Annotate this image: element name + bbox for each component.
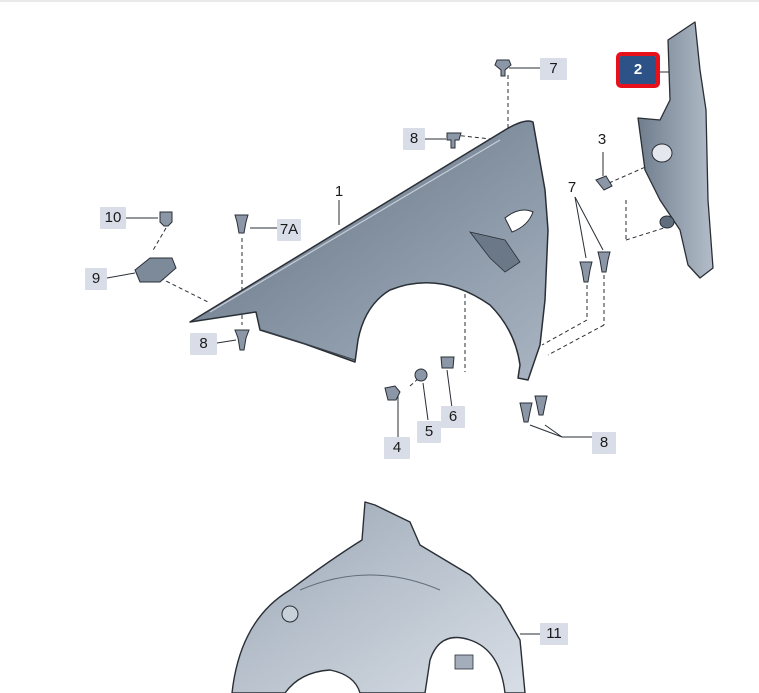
bracket-part [637, 21, 714, 279]
clip-bracket-part [134, 257, 177, 283]
bolt-icon [234, 214, 249, 234]
callout-7-mid[interactable]: 7 [567, 179, 577, 196]
washer-icon [414, 368, 428, 382]
top-divider [0, 0, 759, 2]
callout-8-left[interactable]: 8 [190, 333, 217, 355]
callout-8-bottom[interactable]: 8 [592, 432, 616, 454]
callout-6[interactable]: 6 [441, 406, 465, 428]
callout-10[interactable]: 10 [100, 207, 126, 229]
bolt-icon [597, 251, 611, 273]
bolt-icon [159, 211, 173, 227]
callout-9[interactable]: 9 [85, 268, 107, 290]
fasteners [159, 59, 613, 423]
bolt-icon [446, 132, 462, 149]
callout-11[interactable]: 11 [540, 623, 568, 645]
callout-7a[interactable]: 7A [277, 219, 301, 241]
bolt-icon [519, 402, 533, 423]
screw-icon [595, 175, 613, 191]
callout-8-top[interactable]: 8 [403, 128, 425, 150]
bolt-icon [534, 395, 548, 416]
bolt-icon [579, 261, 593, 283]
callout-3[interactable]: 3 [597, 131, 607, 148]
fender-part [189, 120, 549, 381]
callout-5[interactable]: 5 [417, 421, 441, 443]
callout-4[interactable]: 4 [384, 437, 410, 459]
nut-icon [440, 356, 455, 369]
callout-1[interactable]: 1 [334, 183, 344, 200]
callout-2-selected[interactable]: 2 [616, 52, 660, 88]
bolt-icon [384, 385, 401, 401]
callout-7-top[interactable]: 7 [540, 58, 567, 80]
wheelhouse-liner-part [231, 501, 526, 693]
bolt-icon [234, 329, 250, 351]
bolt-icon [494, 59, 512, 77]
